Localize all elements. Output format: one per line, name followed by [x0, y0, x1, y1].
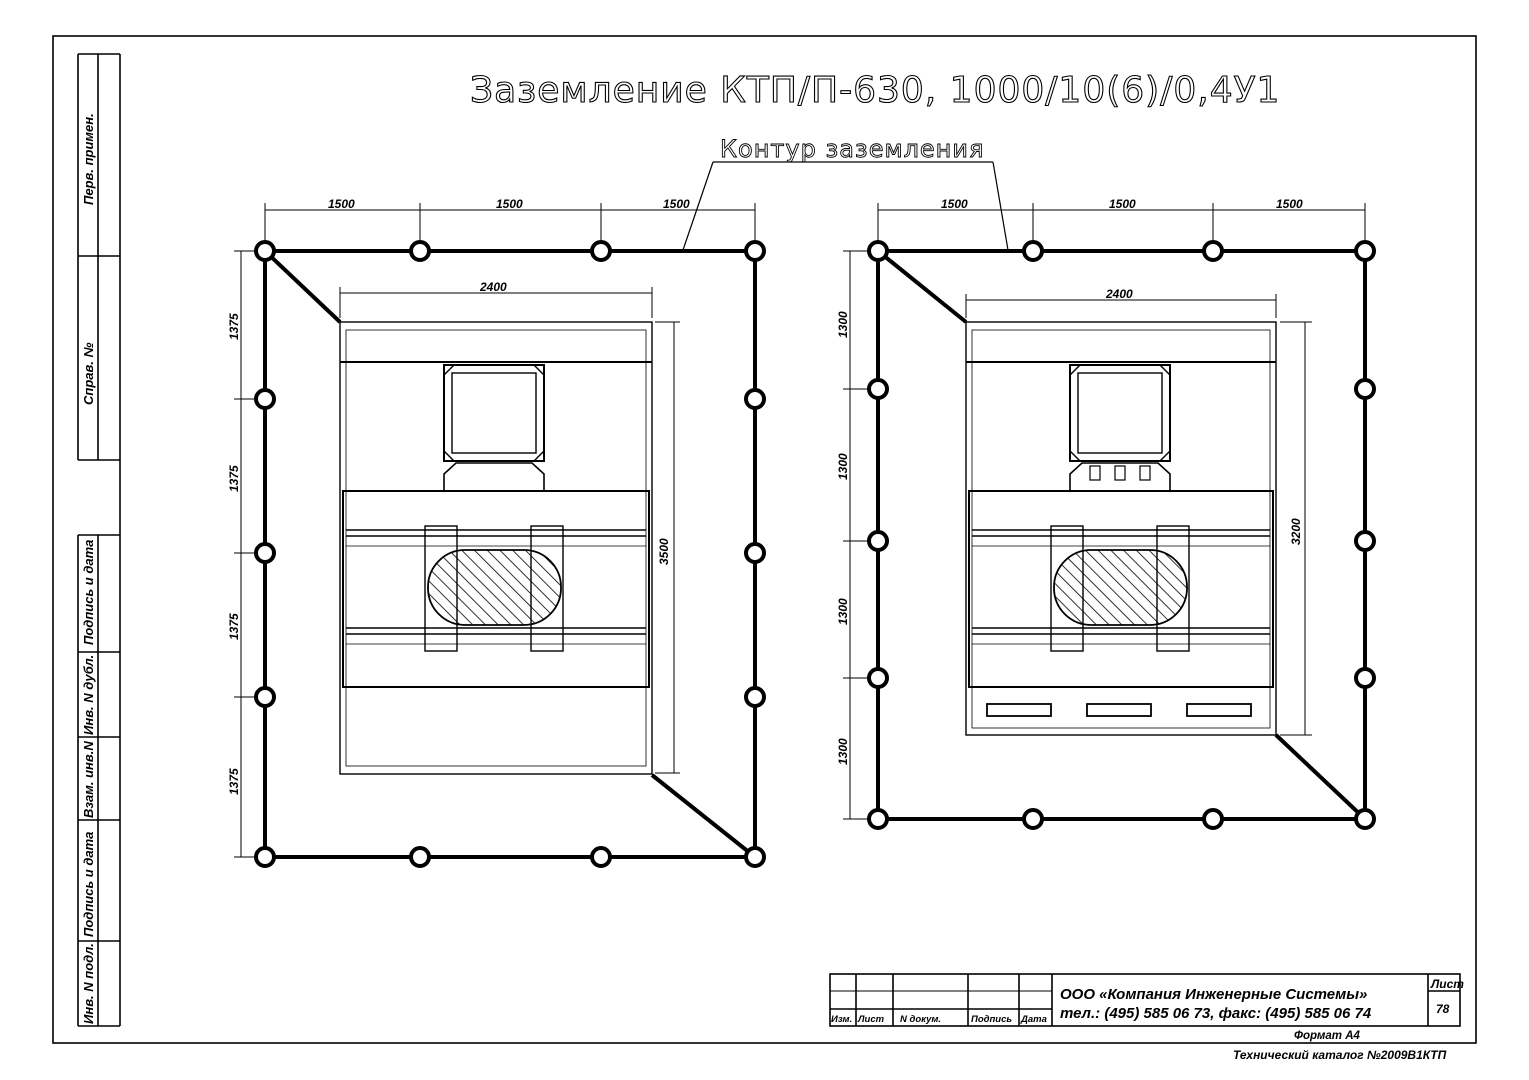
left-side-dim-4: 1375: [227, 768, 241, 795]
right-height-dim: 3200: [1289, 518, 1303, 545]
tb-col-list: Лист: [857, 1014, 885, 1025]
tb-sheet-label: Лист: [1430, 977, 1464, 991]
stamp-inv-podl: Инв. N подл.: [81, 943, 96, 1024]
stamp-vzam-inv: Взам. инв.N: [81, 741, 96, 818]
right-side-dim-3: 1300: [836, 598, 850, 625]
left-top-dim-2: 1500: [496, 197, 523, 211]
stamp-perv-primen: Перв. примен.: [81, 113, 96, 205]
contour-leader-lines: [682, 161, 1009, 251]
right-height-dimension: [1280, 321, 1312, 736]
left-width-dim: 2400: [479, 280, 507, 294]
left-ground-electrodes: [254, 240, 766, 868]
tb-company: ООО «Компания Инженерные Системы»: [1060, 986, 1367, 1003]
left-height-dimension: [655, 321, 680, 774]
tb-col-podpis: Подпись: [971, 1014, 1012, 1025]
tb-col-data: Дата: [1020, 1014, 1047, 1025]
right-top-dim-3: 1500: [1276, 197, 1303, 211]
right-ground-electrodes: [867, 240, 1376, 830]
left-plan: 1500 1500 1500 1375 1375 1375 1375 2400: [227, 197, 766, 868]
left-width-dimension: [339, 287, 653, 318]
tb-col-izm: Изм.: [831, 1014, 852, 1025]
right-top-dimension: [877, 203, 1366, 245]
title-block: [829, 973, 1461, 1027]
tb-catalog: Технический каталог №2009В1КТП: [1233, 1048, 1447, 1062]
right-side-dim-1: 1300: [836, 311, 850, 338]
stamp-podpis-data-1: Подпись и дата: [81, 540, 96, 645]
stamp-sprav-no: Справ. №: [81, 342, 96, 405]
left-top-dim-3: 1500: [663, 197, 690, 211]
left-side-dim-1: 1375: [227, 313, 241, 340]
right-top-dim-1: 1500: [941, 197, 968, 211]
right-width-dimension: [965, 294, 1277, 318]
right-side-dim-4: 1300: [836, 738, 850, 765]
side-stamp: [77, 53, 121, 1027]
tb-col-ndokum: N докум.: [900, 1014, 941, 1025]
right-substation-body: [965, 321, 1277, 736]
stamp-podpis-data-2: Подпись и дата: [81, 832, 96, 937]
right-side-dim-2: 1300: [836, 453, 850, 480]
right-plan: 1500 1500 1500 1300 1300 1300 1300 2400 …: [836, 197, 1376, 830]
tb-contacts: тел.: (495) 585 06 73, факс: (495) 585 0…: [1060, 1005, 1372, 1022]
stamp-inv-dubl: Инв. N дубл.: [81, 655, 96, 735]
drawing-title: Заземление КТП/П-630, 1000/10(6)/0,4У1: [470, 70, 1280, 111]
right-top-dim-2: 1500: [1109, 197, 1136, 211]
left-side-dim-2: 1375: [227, 465, 241, 492]
right-width-dim: 2400: [1105, 287, 1133, 301]
left-side-dim-3: 1375: [227, 613, 241, 640]
left-top-dimension: [264, 203, 756, 245]
left-top-dim-1: 1500: [328, 197, 355, 211]
contour-label: Контур заземления: [720, 135, 984, 163]
left-substation-body: [339, 321, 653, 775]
sheet-frame: [52, 35, 1477, 1044]
left-height-dim: 3500: [657, 538, 671, 565]
tb-sheet-number: 78: [1436, 1002, 1450, 1016]
tb-format: Формат А4: [1294, 1030, 1361, 1042]
